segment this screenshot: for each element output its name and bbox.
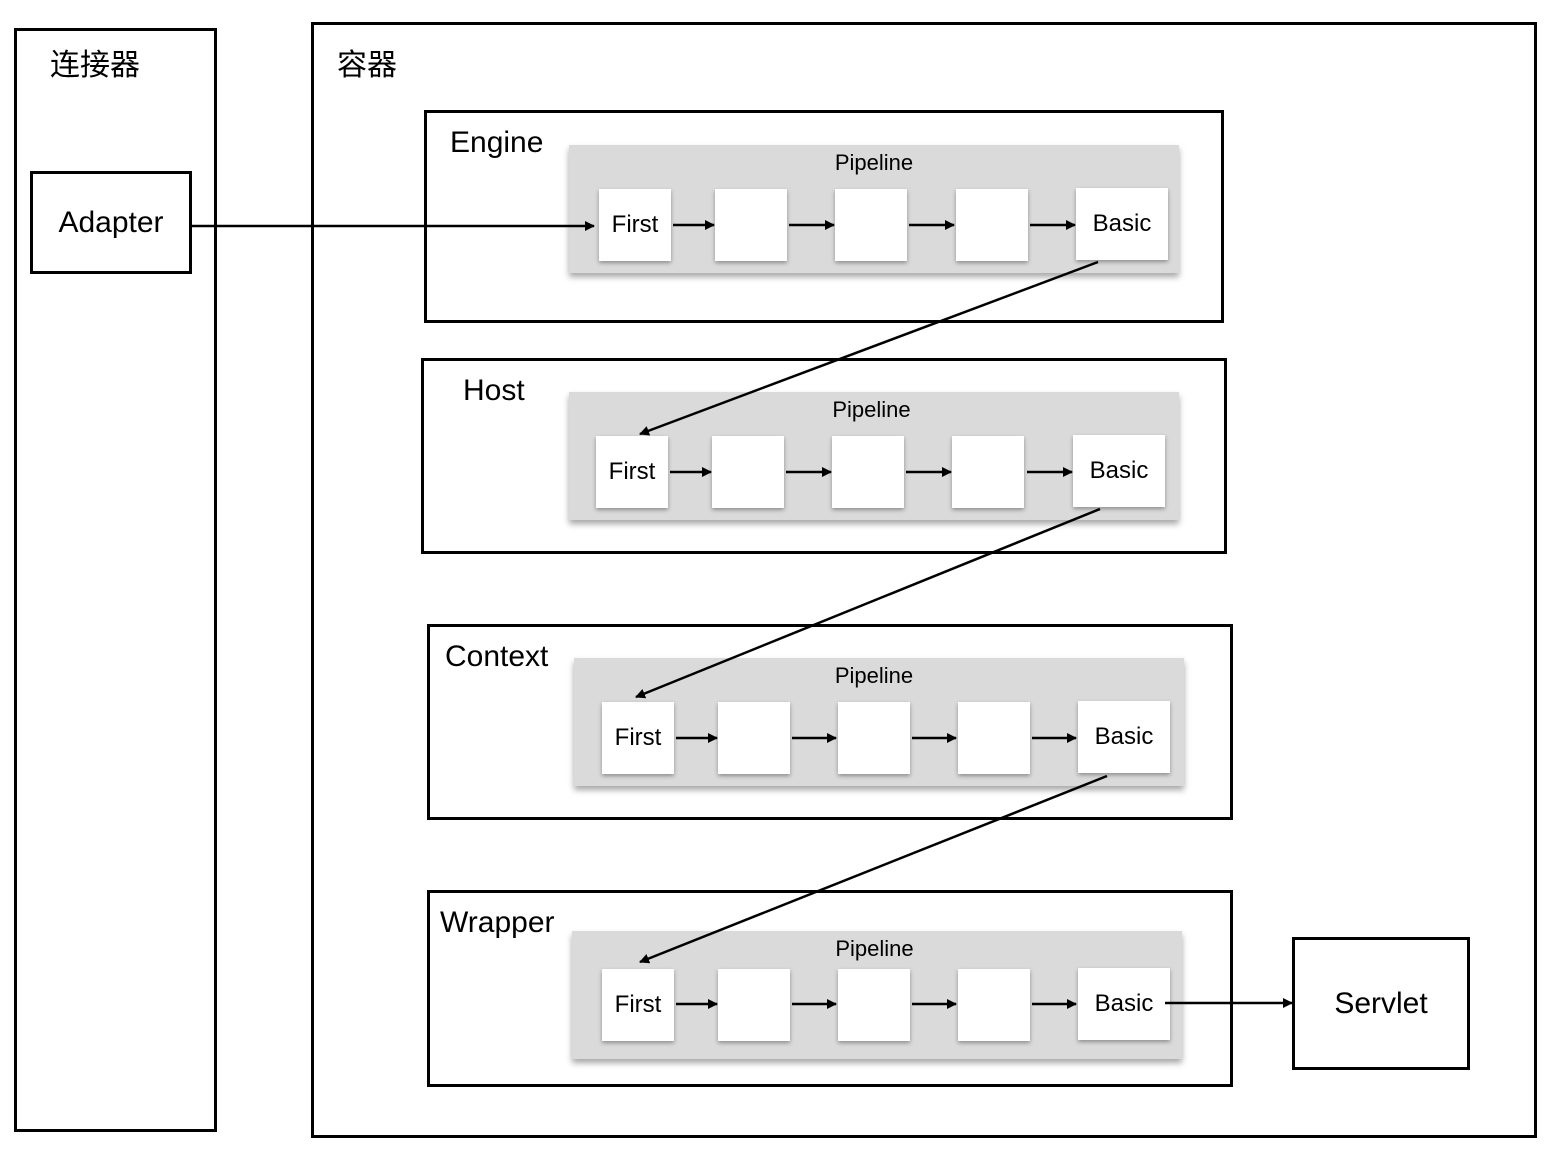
valve-first: First: [596, 436, 668, 508]
valve: [835, 189, 907, 261]
valve: [838, 702, 910, 774]
valve: [956, 189, 1028, 261]
valve-basic: Basic: [1076, 188, 1168, 260]
valve-first: First: [602, 969, 674, 1041]
valve-first-label: First: [611, 211, 659, 238]
valve-first-label: First: [614, 991, 662, 1018]
servlet-box: Servlet: [1292, 937, 1470, 1070]
engine-pipeline: Pipeline First Basic: [569, 145, 1179, 273]
valve: [838, 969, 910, 1041]
valve-first-label: First: [608, 458, 656, 485]
pipeline-label: Pipeline: [832, 397, 911, 422]
valve: [832, 436, 904, 508]
valve-basic-label: Basic: [1092, 210, 1152, 237]
valve-basic: Basic: [1078, 968, 1170, 1040]
valve: [958, 702, 1030, 774]
context-pipeline: Pipeline First Basic: [574, 658, 1184, 786]
engine-title: Engine: [450, 126, 544, 159]
adapter-box: Adapter: [30, 171, 192, 274]
valve: [715, 189, 787, 261]
valve-first: First: [599, 189, 671, 261]
valve-basic-label: Basic: [1094, 723, 1154, 750]
valve: [712, 436, 784, 508]
host-title: Host: [463, 374, 525, 407]
valve: [718, 702, 790, 774]
container-panel: [311, 22, 1537, 1138]
valve-basic: Basic: [1078, 701, 1170, 773]
valve-first-label: First: [614, 724, 662, 751]
host-pipeline: Pipeline First Basic: [569, 392, 1179, 520]
valve: [958, 969, 1030, 1041]
servlet-label: Servlet: [1334, 986, 1428, 1020]
wrapper-pipeline: Pipeline First Basic: [572, 931, 1182, 1059]
valve-basic-label: Basic: [1089, 457, 1149, 484]
pipeline-label: Pipeline: [834, 663, 914, 688]
connector-panel: [14, 28, 217, 1132]
pipeline-label: Pipeline: [834, 150, 914, 175]
valve-first: First: [602, 702, 674, 774]
valve-basic-label: Basic: [1094, 990, 1154, 1017]
valve: [718, 969, 790, 1041]
context-title: Context: [445, 640, 549, 673]
container-title: 容器: [337, 49, 397, 82]
adapter-label: Adapter: [58, 205, 164, 239]
valve: [952, 436, 1024, 508]
connector-title: 连接器: [50, 49, 140, 82]
pipeline-label: Pipeline: [835, 936, 914, 961]
valve-basic: Basic: [1073, 435, 1165, 507]
wrapper-title: Wrapper: [440, 906, 555, 939]
